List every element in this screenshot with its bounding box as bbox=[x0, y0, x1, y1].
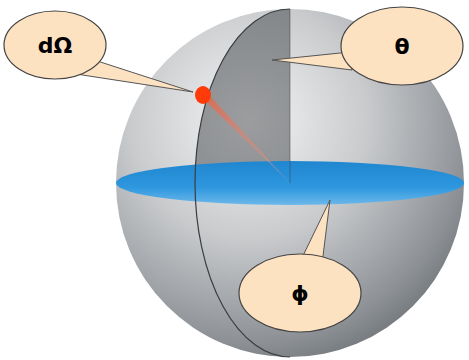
solid-angle-cone bbox=[196, 92, 290, 183]
callout-bubble: θ bbox=[340, 6, 464, 86]
callout-tail bbox=[272, 52, 352, 70]
bubble-ellipse bbox=[341, 7, 463, 85]
solid-angle-patch bbox=[195, 86, 211, 104]
callout-bubble: ϕ bbox=[238, 253, 362, 333]
callout-symbol: ϕ bbox=[291, 281, 309, 306]
bubble-ellipse bbox=[239, 254, 361, 332]
callout-symbol: θ bbox=[394, 34, 409, 59]
axis-line bbox=[290, 9, 291, 183]
callout-symbol: dΩ bbox=[38, 33, 72, 58]
bubble-ellipse bbox=[4, 11, 106, 79]
callout-bubble: dΩ bbox=[3, 10, 107, 80]
theta-wedge bbox=[195, 9, 290, 183]
